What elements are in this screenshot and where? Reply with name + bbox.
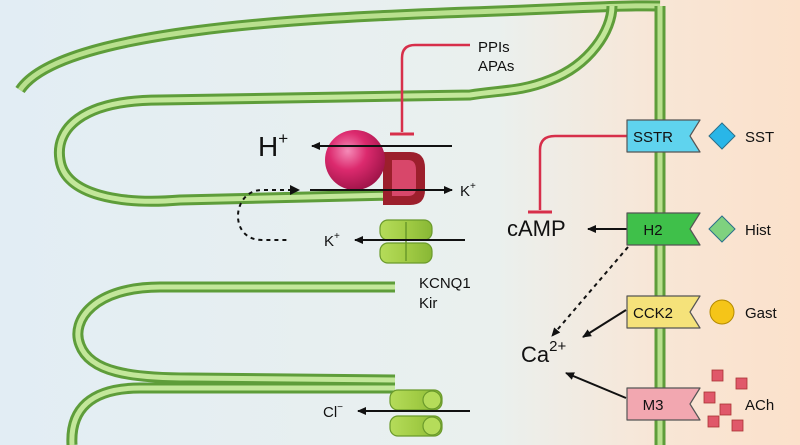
- cck2-to-ca-arrow: [582, 309, 627, 338]
- ligand-ach-square: [731, 419, 744, 432]
- receptor-sstr: SSTR SST: [626, 119, 774, 153]
- ligand-ach-square: [719, 403, 732, 416]
- h2-to-ca-dashed-arrow: [551, 246, 629, 337]
- channel-label-kcnq1: KCNQ1: [419, 275, 471, 292]
- ligand-sst-icon: [708, 122, 736, 150]
- receptor-label: SSTR: [633, 129, 673, 146]
- receptor-m3: M3 ACh: [626, 369, 774, 432]
- h-plus-label: H+: [258, 129, 288, 162]
- ligand-label: Gast: [745, 305, 778, 322]
- k-recycle-dashed-arrow: [237, 189, 292, 241]
- ligand-label: ACh: [745, 397, 774, 414]
- ligand-gast-icon: [709, 299, 735, 325]
- ligand-label: Hist: [745, 222, 772, 239]
- receptor-body: [626, 387, 701, 421]
- inhibitor-label-apas: APAs: [478, 58, 514, 75]
- ligand-ach-square: [711, 369, 724, 382]
- camp-label: cAMP: [507, 216, 566, 241]
- receptor-label: CCK2: [633, 305, 673, 322]
- m3-to-ca-arrow: [565, 372, 627, 399]
- cl-minus-label: Cl−: [323, 402, 343, 421]
- receptor-body: [626, 212, 701, 246]
- k-plus-pump-label: K+: [460, 181, 476, 200]
- receptor-body: [626, 295, 701, 329]
- chloride-channel: [389, 389, 443, 437]
- receptor-cck2: CCK2 Gast: [626, 295, 778, 329]
- inhibitor-line-ppi: [400, 43, 470, 132]
- receptor-h2: H2 Hist: [626, 212, 772, 246]
- inhibitor-label-ppis: PPIs: [478, 39, 510, 56]
- k-plus-channel-label: K+: [324, 231, 340, 250]
- canaliculi: [53, 5, 618, 445]
- sstr-inhibition-line: [538, 134, 627, 210]
- receptor-body: [626, 119, 701, 153]
- ligand-ach-square: [703, 391, 716, 404]
- channel-label-kir: Kir: [419, 295, 437, 312]
- calcium-label: Ca2+: [521, 338, 566, 367]
- ligand-hist-icon: [708, 215, 736, 243]
- receptor-label: M3: [643, 397, 664, 414]
- ligand-label: SST: [745, 129, 774, 146]
- ligand-ach-square: [707, 415, 720, 428]
- k-recycle-arrowhead: [290, 185, 300, 195]
- receptor-label: H2: [643, 222, 662, 239]
- ligand-ach-square: [735, 377, 748, 390]
